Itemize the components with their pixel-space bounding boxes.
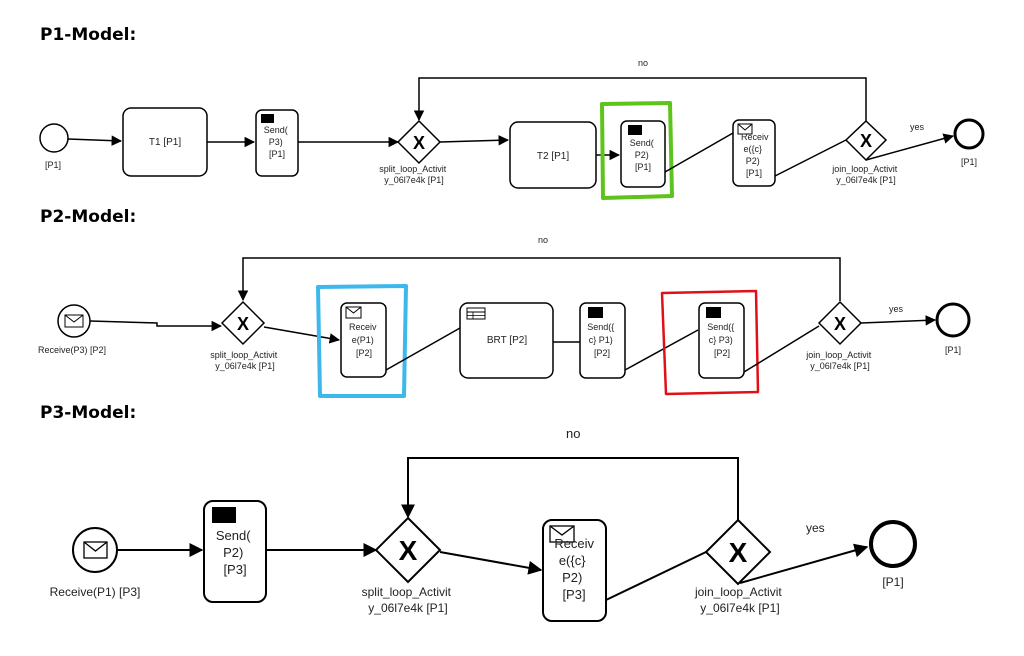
p3-split-gateway[interactable]: [374, 516, 442, 584]
envelope-filled-icon: [706, 307, 721, 318]
p1-send-p3-label: Send( P3) [P1]: [264, 125, 291, 159]
p1-split-gateway[interactable]: [396, 119, 442, 165]
p1-end-label: [P1]: [961, 157, 977, 167]
p2-flow: [385, 327, 461, 371]
p1-title: P1-Model:: [40, 25, 136, 45]
p2-end-label: [P1]: [945, 345, 961, 355]
p1-flow: [439, 135, 510, 146]
envelope-filled-icon: [628, 125, 642, 135]
p2-yes-label: yes: [889, 304, 904, 314]
p3-send-p2-task[interactable]: [203, 500, 267, 603]
p2-join-gateway[interactable]: [817, 300, 863, 346]
p1-send-p2-label: Send( P2) [P1]: [630, 138, 657, 172]
exclusive-x-icon: X: [413, 133, 425, 153]
envelope-filled-icon: [261, 114, 274, 123]
p3-join-gateway[interactable]: [704, 518, 772, 586]
p3-flow: [439, 551, 543, 575]
p2-flow: [624, 329, 699, 371]
p2-receive-p1-task[interactable]: [340, 302, 387, 378]
p1-send-p2-task[interactable]: [620, 120, 666, 188]
p1-receive-label: Receiv e({c} P2) [P1]: [741, 132, 771, 178]
p2-split-label: split_loop_Activit y_06l7e4k [P1]: [210, 350, 280, 371]
p1-message-flow: [664, 132, 734, 173]
p1-flow: [67, 135, 123, 146]
p1-yes-label: yes: [910, 122, 925, 132]
p1-task-t2-label: T2 [P1]: [537, 151, 569, 162]
p3-end-label: [P1]: [882, 575, 903, 589]
p2-split-gateway[interactable]: [220, 300, 266, 346]
p2-title: P2-Model:: [40, 207, 136, 227]
p2-send-p3-label: Send({ c} P3) [P2]: [707, 322, 737, 358]
p1-join-label: join_loop_Activit y_06l7e4k [P1]: [831, 164, 900, 185]
p2-model: P2-Model: no Receive(P3) [P2] X split_lo…: [38, 207, 971, 398]
p1-start-event[interactable]: [39, 123, 69, 153]
p2-task-brt-label: BRT [P2]: [487, 335, 527, 346]
p1-start-label: [P1]: [45, 160, 61, 170]
p2-no-label: no: [538, 235, 548, 245]
p1-split-label: split_loop_Activit y_06l7e4k [P1]: [379, 164, 449, 185]
p3-title: P3-Model:: [40, 403, 136, 423]
p2-start-label: Receive(P3) [P2]: [38, 345, 106, 355]
p1-yes-flow: [865, 133, 955, 161]
p3-yes-flow: [739, 543, 869, 584]
p1-end-event[interactable]: [953, 118, 985, 150]
p1-send-p3-task[interactable]: [255, 109, 299, 177]
envelope-filled-icon: [212, 507, 236, 523]
p2-send-p1-label: Send({ c} P1) [P2]: [587, 322, 617, 358]
p3-split-label: split_loop_Activit y_06l7e4k [P1]: [362, 585, 455, 615]
exclusive-x-icon: X: [834, 314, 846, 334]
p2-flow: [89, 320, 223, 332]
p2-end-event[interactable]: [935, 302, 971, 338]
p2-flow: [263, 326, 341, 344]
exclusive-x-icon: X: [399, 535, 418, 566]
p3-flow: [605, 551, 707, 601]
p3-send-p2-label: Send( P2) [P3]: [216, 528, 254, 577]
p2-send-p1-task[interactable]: [579, 302, 626, 379]
p1-model: P1-Model: no [P1] T1 [P1] Send( P3) [P1]…: [39, 25, 985, 200]
exclusive-x-icon: X: [729, 537, 748, 568]
p1-task-t1-label: T1 [P1]: [149, 137, 181, 148]
p3-start-label: Receive(P1) [P3]: [50, 585, 141, 599]
p1-flow: [774, 139, 847, 177]
p2-loop-back-flow: [237, 257, 841, 302]
envelope-outline-icon: [737, 123, 753, 135]
p3-model: P3-Model: no Receive(P1) [P3] Send( P2) …: [40, 403, 917, 622]
p2-task-brt[interactable]: [459, 302, 554, 379]
p1-receive-task[interactable]: [732, 119, 776, 187]
p3-no-label: no: [566, 426, 580, 441]
envelope-filled-icon: [588, 307, 603, 318]
p2-send-p3-task[interactable]: [698, 302, 745, 379]
table-icon: [466, 307, 486, 320]
p2-flow: [743, 325, 820, 373]
exclusive-x-icon: X: [860, 131, 872, 151]
p1-no-label: no: [638, 58, 648, 68]
red-highlight-box: [660, 289, 760, 396]
p3-join-label: join_loop_Activit y_06l7e4k [P1]: [694, 585, 785, 615]
p3-receive-task[interactable]: [542, 519, 607, 622]
p3-loop-back-flow: [401, 457, 739, 521]
p3-receive-label: Receiv e({c} P2) [P3]: [554, 536, 597, 602]
exclusive-x-icon: X: [237, 314, 249, 334]
p2-receive-p1-label: Receiv e(P1) [P2]: [349, 322, 379, 358]
p3-yes-label: yes: [806, 521, 825, 535]
p2-yes-flow: [860, 315, 937, 326]
blue-highlight-box: [316, 284, 408, 398]
p2-join-label: join_loop_Activit y_06l7e4k [P1]: [805, 350, 874, 371]
p3-end-event[interactable]: [869, 520, 917, 568]
p1-loop-back-flow: [413, 77, 867, 122]
green-highlight-box: [600, 101, 674, 200]
